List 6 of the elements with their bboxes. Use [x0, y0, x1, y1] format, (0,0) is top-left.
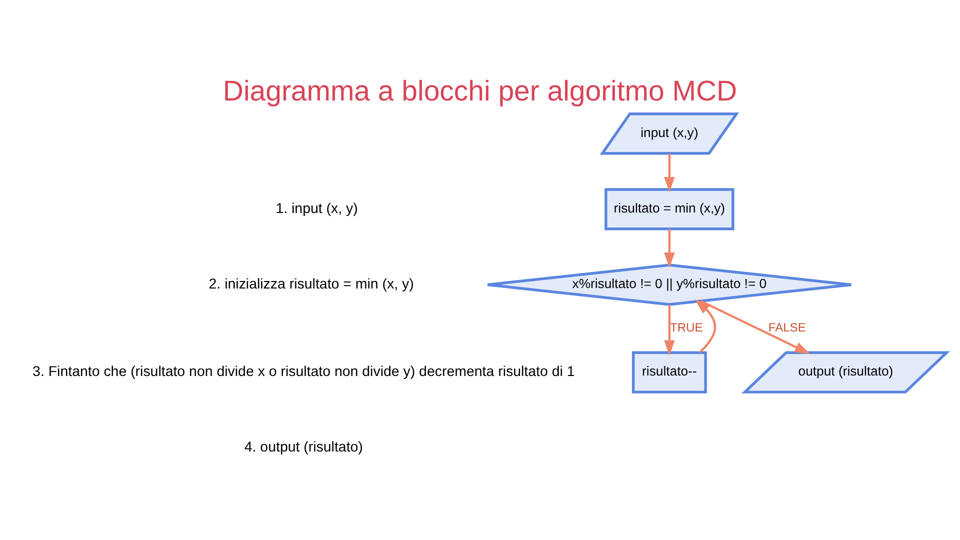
label: 1. input (x, y) [276, 200, 358, 216]
label: 4. output (risultato) [244, 439, 363, 456]
label: 3. Fintanto che (risultato non divide x o risultato non divide y) decrementa risultato di 1 [32, 364, 575, 380]
diagram-title: Diagramma a blocchi per algoritmo MCD [222, 75, 738, 108]
label: 2. inizializza risultato = min (x, y) [208, 276, 414, 292]
edge-label: FALSE [768, 320, 806, 334]
